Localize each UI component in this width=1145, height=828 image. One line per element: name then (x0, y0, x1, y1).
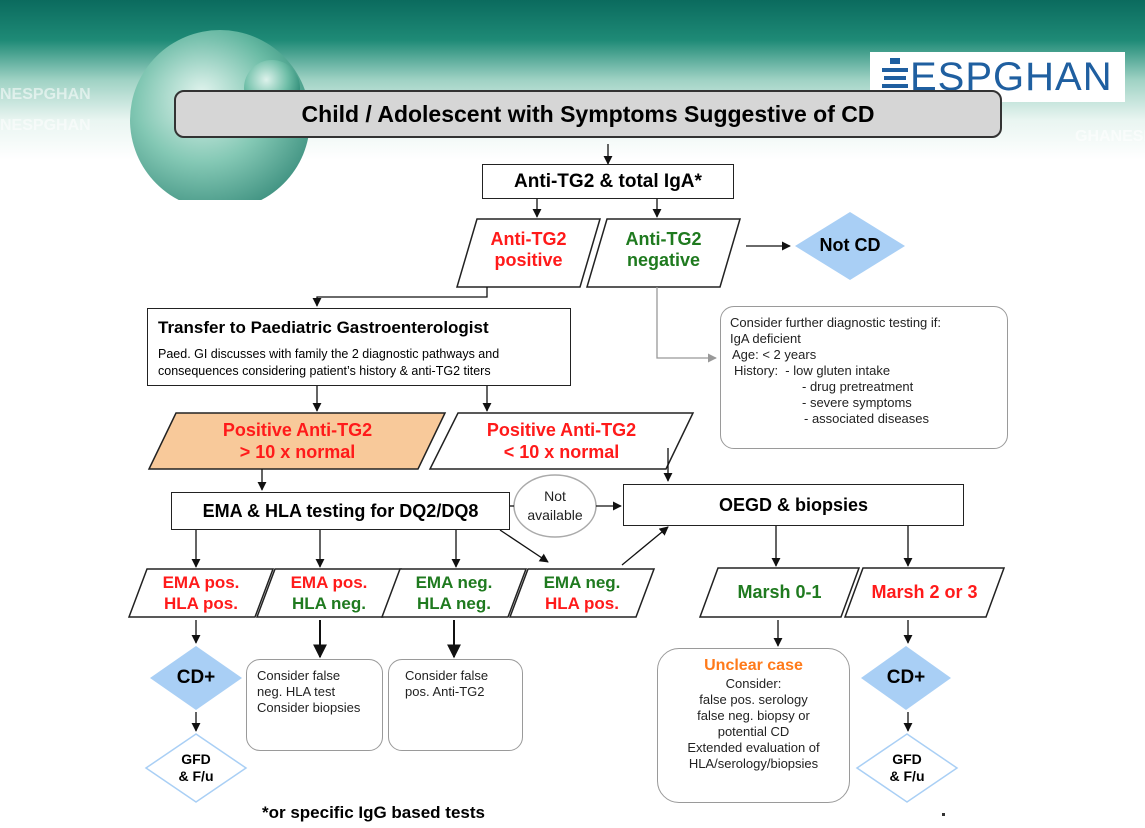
gfd-right-line1: GFD (892, 751, 922, 767)
not-available-line2: available (527, 507, 583, 523)
unclear-line5: Extended evaluation of (687, 740, 820, 755)
ema-hla-box: EMA & HLA testing for DQ2/DQ8 (171, 492, 510, 530)
dot-mark (942, 813, 945, 816)
ema-neg-hla-pos-shape (508, 568, 656, 618)
false-neg-hla-line1: Consider false (257, 668, 341, 683)
ema-pos-hla-neg-line2: HLA neg. (292, 594, 366, 613)
footnote: *or specific IgG based tests (262, 803, 485, 822)
marsh01-label: Marsh 0-1 (737, 582, 822, 602)
marsh23-shape (843, 567, 1006, 618)
ema-pos-hla-pos-line2: HLA pos. (164, 594, 238, 613)
false-neg-hla-line3: Consider biopsies (257, 700, 361, 715)
further-line2: IgA deficient (730, 331, 801, 346)
ema-hla-label: EMA & HLA testing for DQ2/DQ8 (202, 500, 479, 521)
ema-neg-hla-neg-line2: HLA neg. (417, 594, 491, 613)
arrow-ema-to-4 (499, 529, 549, 563)
gfd-right-text: GFD & F/u (857, 751, 957, 785)
tg2-positive-shape (455, 218, 602, 288)
false-pos-tg2-line2: pos. Anti-TG2 (405, 684, 485, 699)
gfd-right-shape (855, 733, 959, 803)
further-line6: - severe symptoms (802, 395, 912, 410)
tg2-negative-shape (585, 218, 742, 288)
cd-plus-left-shape (150, 646, 242, 710)
marsh23-label: Marsh 2 or 3 (871, 582, 978, 602)
watermark-left-1: NESPGHAN (0, 86, 91, 103)
pos-high-shape (147, 412, 447, 470)
cd-plus-left-label: CD+ (176, 667, 216, 688)
pos-low-line1: Positive Anti-TG2 (486, 420, 637, 440)
further-testing-box: Consider further diagnostic testing if: … (720, 306, 1008, 449)
unclear-line2: false pos. serology (699, 692, 808, 707)
unclear-line6: HLA/serology/biopsies (688, 756, 819, 771)
not-cd-label: Not CD (819, 235, 881, 255)
further-line7: - associated diseases (804, 411, 930, 426)
pos-low-line2: < 10 x normal (503, 442, 620, 462)
gfd-left-line1: GFD (181, 751, 211, 767)
tg2-negative-line2: negative (626, 250, 701, 270)
transfer-line2: consequences considering patient’s histo… (158, 364, 491, 378)
watermark-right: GHANESP (1075, 128, 1145, 145)
ema-neg-hla-pos-line1: EMA neg. (543, 573, 621, 592)
gfd-left-shape (144, 733, 248, 803)
ema-neg-hla-pos-line2: HLA pos. (545, 594, 619, 613)
false-neg-hla-box: Consider false neg. HLA test Consider bi… (246, 659, 383, 751)
not-available-text: Not available (514, 487, 596, 525)
transfer-box: Transfer to Paediatric Gastroenterologis… (147, 308, 571, 386)
transfer-title: Transfer to Paediatric Gastroenterologis… (158, 318, 489, 337)
oegd-box: OEGD & biopsies (623, 484, 964, 526)
ema-neg-hla-neg-text: EMA neg. HLA neg. (391, 572, 517, 614)
arrow-negative-to-further (656, 287, 717, 363)
pos-low-shape (428, 412, 695, 470)
unclear-line3: false neg. biopsy or (697, 708, 810, 723)
pos-high-line1: Positive Anti-TG2 (222, 420, 373, 440)
false-pos-tg2-box: Consider false pos. Anti-TG2 (388, 659, 523, 751)
ema-pos-hla-neg-text: EMA pos. HLA neg. (266, 572, 392, 614)
initial-test-label: Anti-TG2 & total IgA* (514, 170, 702, 192)
unclear-case-title: Unclear case (704, 657, 803, 674)
unclear-line1: Consider: (725, 676, 782, 691)
ema-neg-hla-neg-shape (380, 568, 528, 618)
watermark-left-2: NESPGHAN (0, 117, 91, 134)
cd-plus-right-label: CD+ (886, 667, 926, 688)
pos-low-text: Positive Anti-TG2 < 10 x normal (444, 419, 679, 463)
false-neg-hla-line2: neg. HLA test (257, 684, 336, 699)
gfd-left-text: GFD & F/u (146, 751, 246, 785)
pos-high-text: Positive Anti-TG2 > 10 x normal (163, 419, 432, 463)
marsh01-shape (698, 567, 861, 618)
ema-neg-hla-pos-text: EMA neg. HLA pos. (519, 572, 645, 614)
page-title: Child / Adolescent with Symptoms Suggest… (301, 100, 875, 127)
ema-pos-hla-pos-text: EMA pos. HLA pos. (138, 572, 264, 614)
tg2-positive-text: Anti-TG2 positive (467, 229, 590, 271)
ema-pos-hla-pos-line1: EMA pos. (162, 573, 240, 592)
further-line4: History: - low gluten intake (734, 363, 891, 378)
transfer-line1: Paed. GI discusses with family the 2 dia… (158, 347, 500, 361)
further-line1: Consider further diagnostic testing if: (730, 315, 941, 330)
not-cd-shape (795, 212, 905, 280)
unclear-line4: potential CD (717, 724, 790, 739)
initial-test-box: Anti-TG2 & total IgA* (482, 164, 734, 199)
unclear-case-box: Unclear case Consider: false pos. serolo… (657, 648, 850, 803)
not-available-line1: Not (544, 488, 566, 504)
arrow-positive-to-transfer (312, 287, 488, 307)
tg2-negative-line1: Anti-TG2 (625, 229, 702, 249)
arrow-4-to-oegd (621, 526, 669, 566)
ema-neg-hla-neg-line1: EMA neg. (415, 573, 493, 592)
tg2-positive-line1: Anti-TG2 (490, 229, 567, 249)
further-line5: - drug pretreatment (802, 379, 914, 394)
oegd-label: OEGD & biopsies (718, 494, 869, 515)
gfd-left-line2: & F/u (178, 768, 214, 784)
tg2-negative-text: Anti-TG2 negative (597, 229, 730, 271)
further-line3: Age: < 2 years (732, 347, 817, 362)
false-pos-tg2-line1: Consider false (405, 668, 489, 683)
ema-pos-hla-neg-line1: EMA pos. (290, 573, 368, 592)
gfd-right-line2: & F/u (889, 768, 925, 784)
ema-pos-hla-pos-shape (127, 568, 275, 618)
page-title-box: Child / Adolescent with Symptoms Suggest… (174, 90, 1002, 138)
cd-plus-right-shape (861, 646, 951, 710)
pos-high-line2: > 10 x normal (239, 442, 356, 462)
tg2-positive-line2: positive (494, 250, 563, 270)
